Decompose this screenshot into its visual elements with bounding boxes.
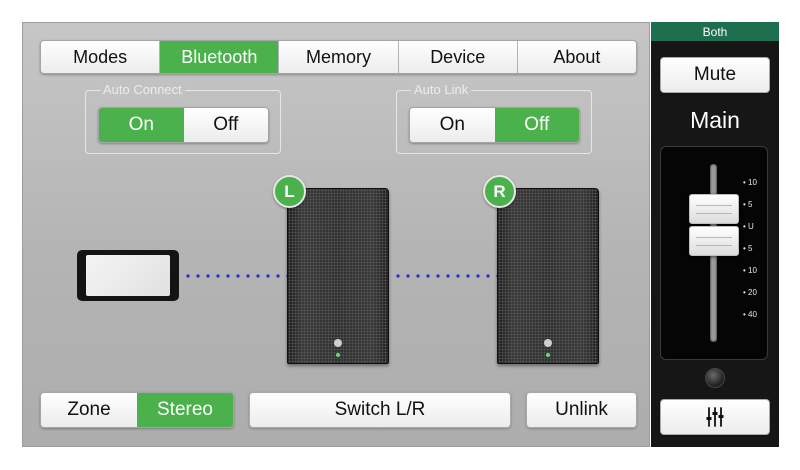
speaker-logo	[544, 339, 552, 347]
mute-button[interactable]: Mute	[660, 57, 770, 93]
auto-connect-off-button[interactable]: Off	[183, 108, 268, 142]
tab-bluetooth[interactable]: Bluetooth	[160, 41, 280, 73]
auto-link-off-button[interactable]: Off	[494, 108, 579, 142]
right-speaker-badge: R	[483, 175, 516, 208]
left-speaker[interactable]	[287, 188, 389, 364]
phone-screen	[86, 255, 170, 296]
speaker-led	[546, 353, 550, 357]
fader-scale-tick: • 5	[743, 244, 753, 253]
auto-connect-on-button[interactable]: On	[99, 108, 184, 142]
tab-memory[interactable]: Memory	[279, 41, 399, 73]
fader-scale-tick: • U	[743, 222, 754, 231]
fader-scale-tick: • 10	[743, 178, 757, 187]
zone-stereo-toggle: Zone Stereo	[40, 392, 234, 428]
speaker-logo	[334, 339, 342, 347]
tab-device[interactable]: Device	[398, 41, 518, 73]
phone-to-left-link-dots	[183, 274, 287, 278]
auto-link-label: Auto Link	[411, 82, 472, 98]
tab-bar: Modes Bluetooth Memory Device About	[40, 40, 637, 74]
left-to-right-link-dots	[393, 274, 499, 278]
stereo-button[interactable]: Stereo	[137, 393, 233, 427]
unlink-button[interactable]: Unlink	[526, 392, 637, 428]
fader-handle-left[interactable]	[689, 194, 739, 224]
fader-handle-right[interactable]	[689, 226, 739, 256]
auto-connect-group: Auto Connect On Off	[85, 82, 281, 154]
fader-scale-tick: • 10	[743, 266, 757, 275]
auto-link-on-button[interactable]: On	[410, 108, 495, 142]
fader-scale-tick: • 40	[743, 310, 757, 319]
main-panel: Modes Bluetooth Memory Device About Auto…	[22, 22, 650, 447]
fader-panel: • 10 • 5 • U • 5 • 10 • 20 • 40	[660, 146, 768, 360]
zone-button[interactable]: Zone	[41, 393, 137, 427]
channel-label: Main	[690, 107, 740, 133]
right-speaker[interactable]	[497, 188, 599, 364]
auto-link-group: Auto Link On Off	[396, 82, 592, 154]
strip-header-both[interactable]: Both	[651, 22, 779, 41]
strip-knob[interactable]	[705, 368, 725, 388]
fader-scale-tick: • 20	[743, 288, 757, 297]
switch-lr-button[interactable]: Switch L/R	[249, 392, 511, 428]
speaker-led	[336, 353, 340, 357]
tab-modes[interactable]: Modes	[41, 41, 161, 73]
fader-scale-tick: • 5	[743, 200, 753, 209]
auto-link-toggle: On Off	[409, 107, 580, 143]
fader-settings-icon	[706, 407, 724, 427]
auto-connect-label: Auto Connect	[100, 82, 185, 98]
left-speaker-badge: L	[273, 175, 306, 208]
tab-about[interactable]: About	[517, 41, 636, 73]
phone-device-icon	[77, 250, 179, 301]
auto-connect-toggle: On Off	[98, 107, 269, 143]
fader-settings-button[interactable]	[660, 399, 770, 435]
main-channel-strip: Both Mute Main • 10 • 5 • U • 5 • 10 • 2…	[651, 22, 779, 447]
